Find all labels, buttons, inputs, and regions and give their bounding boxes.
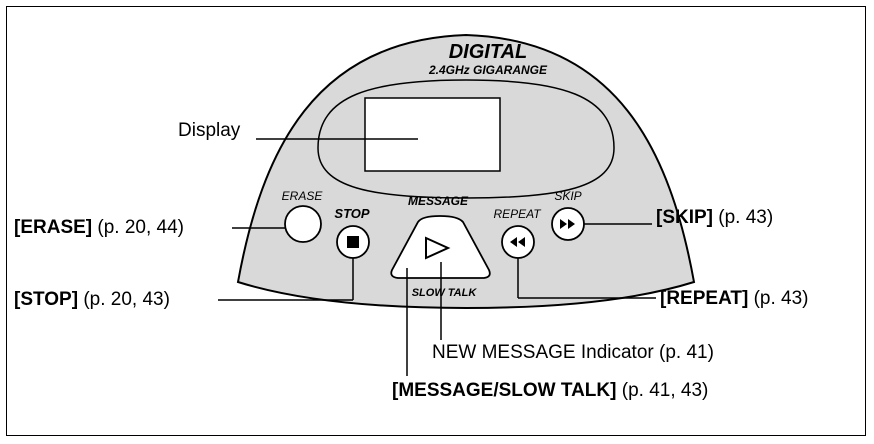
diagram-frame [6, 6, 866, 436]
repeat-callout-label: [REPEAT] (p. 43) [660, 289, 809, 308]
stop-callout-label: [STOP] (p. 20, 43) [14, 290, 170, 309]
skip-label: SKIP [554, 189, 581, 203]
skip-callout-ref: (p. 43) [713, 207, 774, 228]
stop-icon [347, 236, 359, 248]
stop-callout-ref: (p. 20, 43) [78, 289, 170, 310]
fast-forward-icon [560, 219, 575, 229]
play-icon [425, 236, 451, 260]
erase-callout-key: [ERASE] [14, 217, 93, 238]
skip-callout-key: [SKIP] [656, 207, 713, 228]
slow-talk-label: SLOW TALK [412, 287, 478, 299]
brand-gigarange: 2.4GHz GIGARANGE [428, 63, 548, 77]
message-slow-talk-callout-ref: (p. 41, 43) [616, 380, 709, 401]
erase-button[interactable] [284, 205, 322, 243]
repeat-callout-key: [REPEAT] [660, 288, 749, 309]
stop-label: STOP [334, 206, 369, 221]
erase-callout-ref: (p. 20, 44) [92, 217, 185, 238]
erase-callout-label: [ERASE] (p. 20, 44) [14, 218, 184, 237]
repeat-callout-ref: (p. 43) [748, 288, 809, 309]
rewind-icon [510, 237, 525, 247]
message-slow-talk-callout-key: [MESSAGE/SLOW TALK] [392, 380, 617, 401]
display-callout-text: Display [178, 120, 241, 141]
message-label: MESSAGE [408, 194, 469, 208]
skip-callout-label: [SKIP] (p. 43) [656, 208, 773, 227]
brand-digital: DIGITAL [449, 41, 528, 63]
message-slow-talk-callout-label: [MESSAGE/SLOW TALK] (p. 41, 43) [392, 381, 708, 400]
display-screen [364, 97, 501, 172]
erase-label: ERASE [282, 189, 324, 203]
display-callout-label: Display [178, 121, 240, 140]
stop-callout-key: [STOP] [14, 289, 79, 310]
new-message-callout-label: NEW MESSAGE Indicator (p. 41) [432, 343, 714, 362]
repeat-label: REPEAT [493, 207, 542, 221]
new-message-callout-text: NEW MESSAGE Indicator (p. 41) [432, 342, 714, 363]
